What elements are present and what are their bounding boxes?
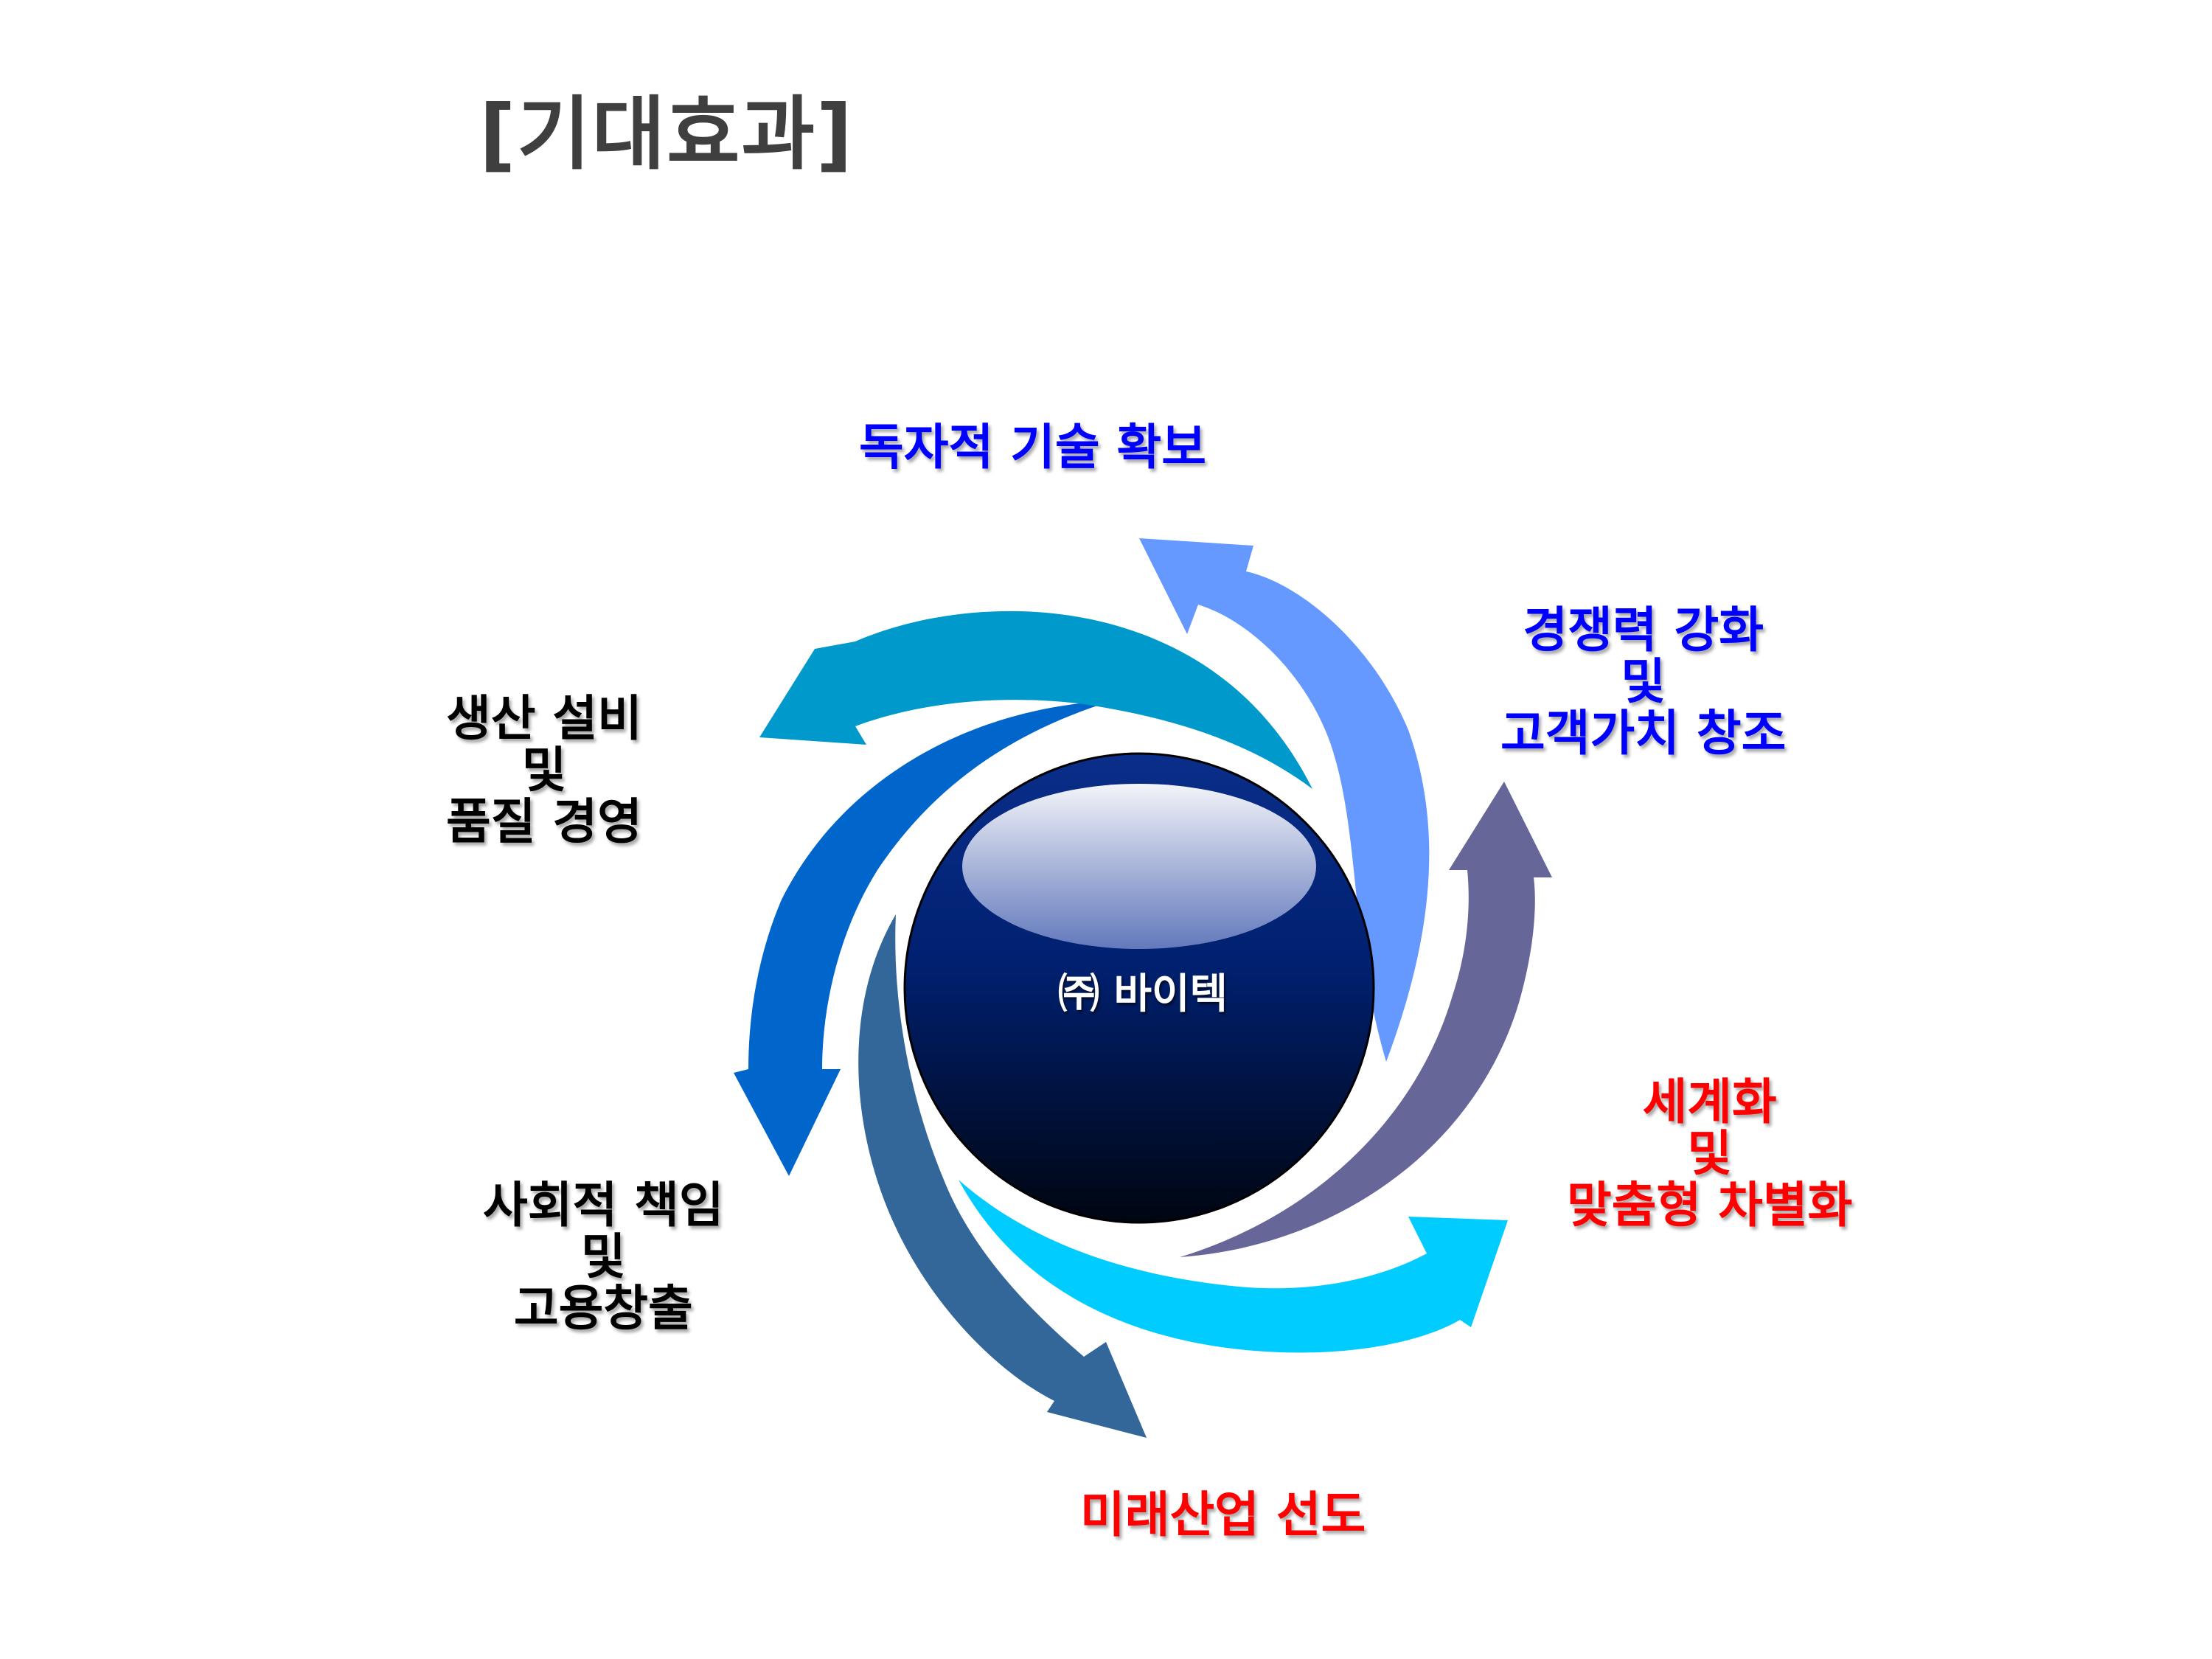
label-line: 품질 경영 bbox=[446, 793, 642, 850]
arrow-bottom-left bbox=[858, 914, 1147, 1438]
label-competitiveness: 경쟁력 강화 및 고객가치 창조 bbox=[1500, 605, 1786, 759]
label-line: 고객가치 창조 bbox=[1500, 705, 1787, 762]
label-line: 경쟁력 강화 bbox=[1523, 602, 1764, 658]
label-line: 미래산업 선도 bbox=[1080, 1486, 1366, 1543]
arrow-top-right bbox=[1139, 538, 1430, 1062]
label-future-industry: 미래산업 선도 bbox=[1080, 1489, 1366, 1541]
arrow-top-left bbox=[759, 611, 1312, 789]
label-independent-technology: 독자적 기술 확보 bbox=[859, 422, 1206, 473]
company-name: ㈜ 바이텍 bbox=[1057, 970, 1228, 1018]
sphere-highlight bbox=[962, 784, 1316, 949]
label-line: 생산 설비 bbox=[446, 690, 642, 747]
label-line: 및 bbox=[580, 1228, 626, 1285]
label-line: 독자적 기술 확보 bbox=[859, 419, 1206, 476]
label-globalization: 세계화 및 맞춤형 차별화 bbox=[1567, 1077, 1852, 1231]
label-production-quality: 생산 설비 및 품질 경영 bbox=[446, 693, 642, 848]
label-line: 및 bbox=[521, 742, 567, 799]
label-line: 및 bbox=[1687, 1125, 1733, 1182]
label-line: 세계화 bbox=[1642, 1074, 1777, 1130]
label-line: 맞춤형 차별화 bbox=[1567, 1177, 1853, 1234]
label-social-responsibility: 사회적 책임 및 고용창출 bbox=[483, 1180, 724, 1335]
arrow-right bbox=[1180, 782, 1552, 1257]
label-line: 고용창출 bbox=[513, 1280, 693, 1337]
arrow-left bbox=[734, 700, 1113, 1176]
arrow-bottom-right bbox=[959, 1180, 1508, 1353]
label-line: 사회적 책임 bbox=[483, 1177, 724, 1234]
label-line: 및 bbox=[1621, 653, 1666, 710]
page-title: [기대효과] bbox=[479, 88, 855, 181]
